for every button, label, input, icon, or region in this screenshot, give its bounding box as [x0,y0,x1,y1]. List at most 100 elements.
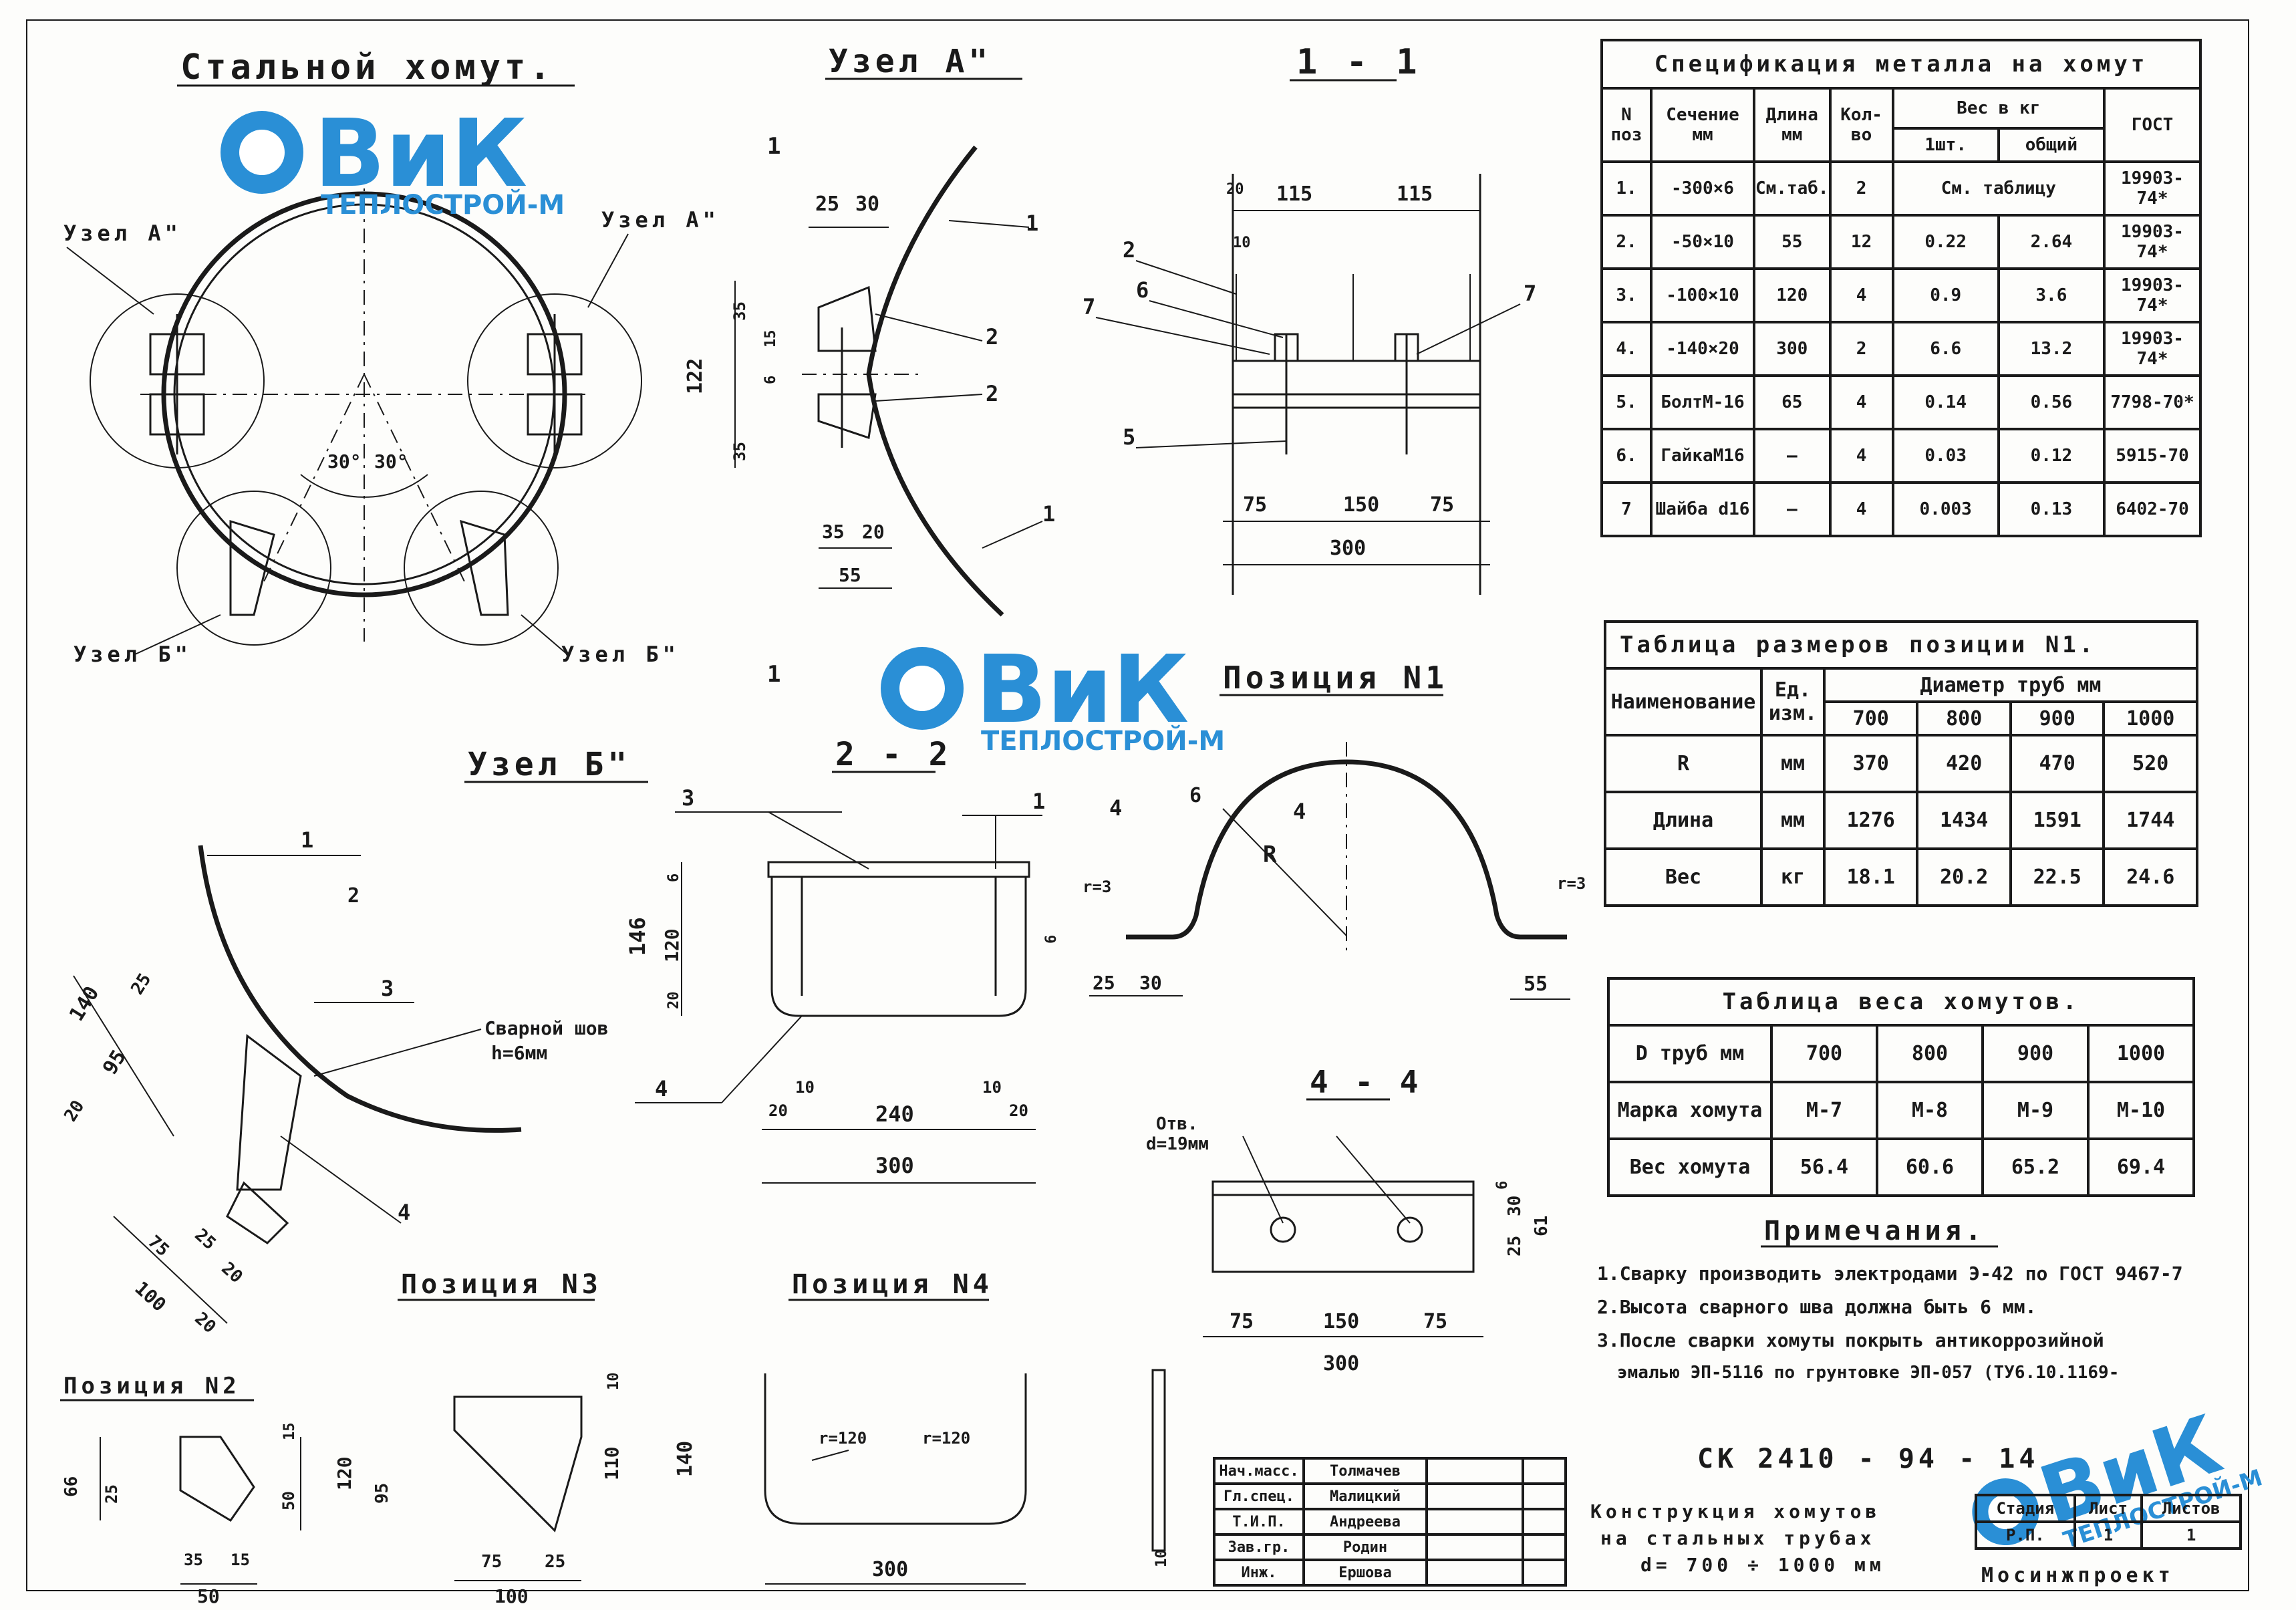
position-4-edge-view [1151,1369,1166,1552]
table-row: 4. -140×20 300 2 6.6 13.2 19903-74* [1600,321,2202,377]
position-3-dim-120: 120 [333,1456,355,1490]
weight-cell: 800 [1876,1024,1984,1083]
role-cell: Инж. [1213,1559,1305,1587]
node-b-left-callout: Узел Б" [74,642,192,667]
position-1-r3a: r=3 [1083,878,1111,896]
spec-cell: 12 [1828,214,1894,270]
section-22-dim-20b: 20 [768,1101,788,1120]
section-11-dim-300: 300 [1330,537,1366,560]
table-row: 3. -100×10 120 4 0.9 3.6 19903-74* [1600,267,2202,323]
node-b-view: Узел Б" 1 3 4 2 Сварной шов h=6мм 140 25… [60,746,648,1337]
section-1-1-view: 1 - 1 115 115 20 10 75 150 75 300 2 6 7 … [1083,42,1536,595]
node-b-right-callout: Узел Б" [561,642,680,667]
role-cell: Гл.спец. [1213,1482,1305,1510]
node-a-section-mark-bottom: 1 [767,661,780,688]
node-b-weld-label: Сварной шов [484,1017,608,1039]
position-1-title: Позиция N1 [1223,660,1448,696]
spec-cell: См.таб. [1753,160,1832,217]
spec-cell: 3. [1600,267,1653,323]
title-block-code: СК 2410 - 94 - 14 [1697,1444,2039,1474]
section-44-leader-right [1336,1135,1411,1224]
section-44-dim-25: 25 [1505,1236,1525,1256]
node-b-shell [198,845,522,1133]
spec-cell: 5. [1600,374,1653,430]
node-a-right-leader [587,233,629,308]
section-44-dim-150: 150 [1323,1310,1359,1333]
dims-cell: 520 [2102,734,2198,793]
position-4-view: Позиция N4 r=120 r=120 140 110 10 300 10 [601,1269,1170,1585]
note-3b: эмалью ЭП-5116 по грунтовке ЭП-057 (ТУ6.… [1617,1363,2119,1383]
table-row: 1. -300×6 См.таб. 2 См. таблицу 19903-74… [1600,160,2202,217]
section-11-nut-right [1394,333,1419,362]
section-22-dim-10: 10 [795,1078,815,1097]
section-44-dim-300: 300 [1323,1352,1359,1375]
node-b-dim-25: 25 [127,970,155,998]
role-cell: Нач.масс. [1213,1457,1305,1485]
node-a-left-callout: Узел А" [63,221,182,246]
dims-table: Таблица размеров позиции N1. Наименовани… [1604,620,2198,907]
node-a-dim-30: 30 [855,192,879,216]
role-cell: Т.И.П. [1213,1508,1305,1536]
spec-cell: 7798-70* [2103,374,2202,430]
spec-table: Спецификация металла на хомут N поз Сече… [1600,39,2202,537]
node-a-marker-1b: 1 [1042,501,1055,527]
title-block-desc-1: Конструкция хомутов [1590,1500,1881,1522]
position-3-title: Позиция N3 [401,1269,602,1300]
position-3-dim-100: 100 [494,1585,529,1607]
node-b-rib [236,1034,302,1191]
spec-cell: 4 [1828,428,1894,484]
dims-cell: 470 [2009,734,2106,793]
section-22-dim-6: 6 [666,874,682,882]
node-b-plate [226,1181,289,1244]
dims-cell: Длина [1604,791,1763,850]
position-1-dim-6: 6 [1043,935,1060,944]
node-a-leader-2b [875,394,983,402]
position-1-radius [1222,808,1347,936]
node-a-left-leader [66,247,154,315]
section-22-body [770,877,1027,1017]
weight-cell: 69.4 [2087,1137,2195,1197]
section-11-marker-5: 5 [1123,424,1135,450]
spec-cell: 19903-74* [2103,214,2202,270]
table-row: Вес кг 18.1 20.2 22.5 24.6 [1604,847,2198,907]
dims-diam: 700 [1822,700,1919,736]
spec-cell: 6. [1600,428,1653,484]
section-44-dim-6: 6 [1494,1181,1511,1190]
spec-table-title: Спецификация металла на хомут [1600,39,2202,90]
section-44-hole-right [1397,1216,1423,1243]
spec-cell: 0.003 [1891,481,2000,537]
spec-cell: 0.22 [1891,214,2000,270]
section-22-marker-3: 3 [682,785,694,811]
section-11-nut-left [1274,333,1299,362]
position-2-dim-35: 35 [184,1551,203,1569]
spec-cell: 120 [1753,267,1832,323]
node-a-dim-25: 25 [815,192,839,216]
clamp-axis-right-diag [364,374,465,582]
dims-diam: 1000 [2102,700,2198,736]
sheet-header: Лист [2073,1494,2144,1523]
spec-cell: См. таблицу [1891,160,2106,217]
node-a-marker-2b: 2 [986,381,998,406]
table-row: 7 Шайба d16 — 4 0.003 0.13 6402-70 [1600,481,2202,537]
node-a-marker-1: 1 [1026,211,1038,236]
logo-sub: ТЕПЛОСТРОЙ-М [321,188,565,221]
logo-middle: ВиК ТЕПЛОСТРОЙ-М [881,636,1225,757]
section-11-leader-2 [1135,260,1237,295]
section-22-dim-20: 20 [666,992,682,1010]
position-4-dim-10b: 10 [1153,1550,1170,1568]
position-2-view: Позиция N2 66 25 35 15 50 [60,1373,257,1607]
spec-cell: 4 [1828,481,1894,537]
table-row: 2. -50×10 55 12 0.22 2.64 19903-74* [1600,214,2202,270]
table-row: D труб мм 700 800 900 1000 [1607,1024,2195,1083]
dims-cell: 1276 [1822,791,1919,850]
position-2-dim-25: 25 [102,1484,121,1504]
table-row: Марка хомута М-7 М-8 М-9 М-10 [1607,1081,2195,1140]
section-11-dim-115a: 115 [1276,182,1312,206]
section-11-marker-7b: 7 [1524,281,1536,306]
node-a-left-circle [90,293,265,468]
node-b-marker-2: 2 [347,884,360,908]
section-11-dim-75a: 75 [1243,493,1267,517]
name-cell: Ершова [1302,1559,1428,1587]
